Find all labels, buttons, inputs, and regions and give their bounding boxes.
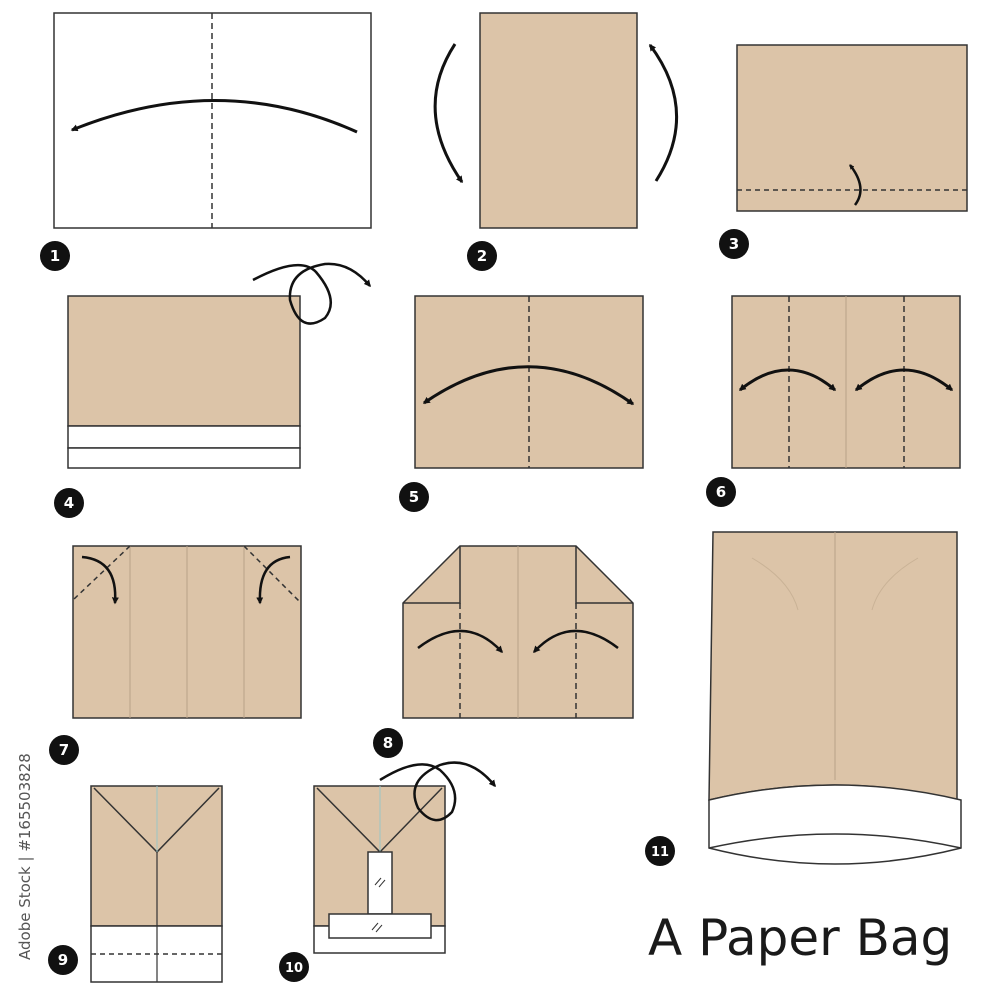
double-fold-arrow-left bbox=[738, 368, 837, 392]
step-badge-1: 1 bbox=[40, 241, 70, 271]
corner-fold-line-left bbox=[72, 545, 131, 601]
white-folded-strip-lower bbox=[67, 447, 301, 469]
step-badge-6: 6 bbox=[706, 477, 736, 507]
svg-text:1: 1 bbox=[50, 247, 60, 265]
stock-watermark-id: Adobe Stock | #165503828 bbox=[16, 753, 34, 960]
glare-mark bbox=[375, 924, 383, 933]
finished-paper-bag bbox=[708, 531, 958, 801]
step-badge-9: 9 bbox=[48, 945, 78, 975]
step-2-diagram bbox=[433, 12, 679, 229]
step-badge-10: 10 bbox=[279, 952, 309, 982]
step-badge-5: 5 bbox=[399, 482, 429, 512]
brown-paper-sheet bbox=[736, 44, 968, 212]
step-badge-2: 2 bbox=[467, 241, 497, 271]
glare-mark bbox=[374, 877, 382, 886]
step-badge-3: 3 bbox=[719, 229, 749, 259]
corner-fold-line-right bbox=[243, 545, 302, 604]
flip-arrow-right bbox=[648, 43, 679, 182]
step-badge-8: 8 bbox=[373, 728, 403, 758]
glare-mark bbox=[378, 879, 386, 888]
step-5-diagram bbox=[414, 295, 644, 469]
step-6-diagram bbox=[731, 295, 961, 469]
turn-over-arrow bbox=[379, 761, 496, 822]
svg-text:11: 11 bbox=[651, 845, 669, 860]
step-11-diagram bbox=[708, 531, 962, 865]
fold-arrow-left bbox=[533, 629, 619, 654]
glare-mark bbox=[371, 922, 379, 931]
white-folded-strip bbox=[67, 425, 301, 449]
bag-opening-curve bbox=[708, 833, 962, 849]
side-crease-left bbox=[751, 557, 799, 611]
side-crease-right bbox=[871, 557, 919, 611]
double-fold-arrow-right bbox=[854, 368, 954, 392]
step-8-diagram bbox=[402, 545, 634, 719]
step-3-diagram bbox=[736, 44, 968, 212]
step-1-diagram bbox=[53, 12, 372, 229]
brown-paper-sheet bbox=[479, 12, 638, 229]
step-badge-11: 11 bbox=[645, 836, 675, 866]
svg-text:10: 10 bbox=[285, 961, 303, 976]
flip-arrow-left bbox=[433, 43, 464, 184]
step-4-diagram bbox=[67, 262, 371, 469]
step-10-diagram bbox=[313, 761, 496, 954]
white-handle-stem bbox=[367, 851, 393, 915]
svg-text:5: 5 bbox=[409, 488, 419, 506]
svg-text:9: 9 bbox=[58, 951, 68, 969]
double-fold-arrow bbox=[422, 365, 635, 406]
diagram-title: A Paper Bag bbox=[648, 909, 952, 967]
svg-text:4: 4 bbox=[64, 494, 74, 512]
fold-arrow-right bbox=[417, 629, 503, 654]
svg-text:8: 8 bbox=[383, 734, 393, 752]
step-badges: 1 2 3 4 5 6 7 8 9 10 11 bbox=[40, 229, 749, 982]
svg-text:7: 7 bbox=[59, 741, 69, 759]
fold-arrow-left bbox=[70, 99, 358, 134]
fold-up-arrow bbox=[849, 164, 862, 206]
brown-paper-sheet bbox=[67, 295, 301, 427]
white-handle-bar bbox=[328, 913, 432, 939]
white-bag-rim bbox=[708, 784, 962, 865]
step-9-diagram bbox=[90, 785, 223, 983]
fold-down-arrow-right bbox=[256, 555, 291, 605]
step-badge-7: 7 bbox=[49, 735, 79, 765]
turn-over-arrow bbox=[252, 262, 371, 325]
svg-text:3: 3 bbox=[729, 235, 739, 253]
step-badge-4: 4 bbox=[54, 488, 84, 518]
svg-text:6: 6 bbox=[716, 483, 726, 501]
step-7-diagram bbox=[72, 545, 302, 719]
svg-text:2: 2 bbox=[477, 247, 487, 265]
fold-down-arrow-left bbox=[81, 555, 119, 605]
